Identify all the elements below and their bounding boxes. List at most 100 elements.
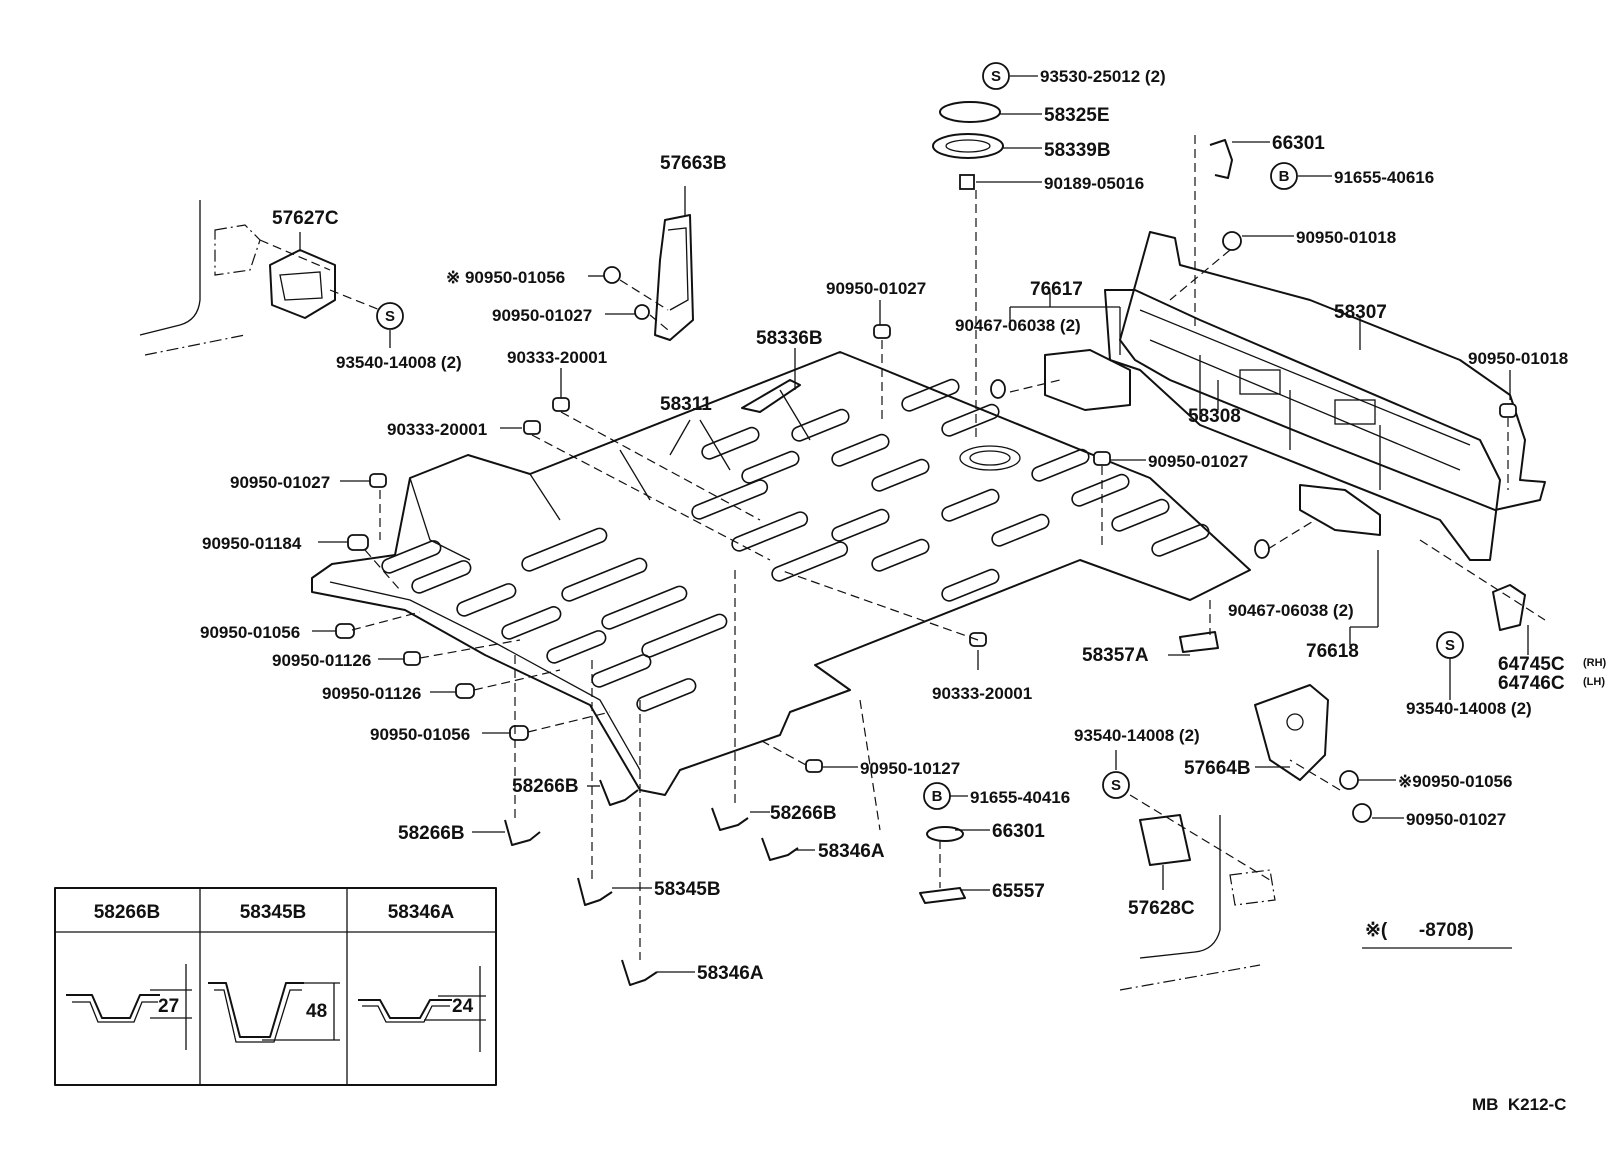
b-symbol-91655-upper: B (1270, 162, 1298, 190)
body-outline (139, 200, 1261, 991)
inset-header-58346A: 58346A (388, 902, 455, 923)
label-58308: 58308 (1188, 406, 1241, 427)
inset-header-58345B: 58345B (240, 902, 307, 923)
rear-floor-bracket-upper-shape (741, 379, 801, 413)
label-90950-01056-bracket: ※ 90950-01056 (446, 268, 565, 287)
label-91655-lower: 91655-40416 (970, 788, 1070, 807)
plug-caps (335, 231, 1517, 823)
diagram-code: MB K212-C (1472, 1095, 1566, 1114)
label-lh: (LH) (1583, 676, 1605, 688)
label-58346A-bottom: 58346A (697, 963, 764, 984)
label-90950-01056-a: 90950-01056 (200, 623, 300, 642)
label-90950-10127: 90950-10127 (860, 759, 960, 778)
label-58357A: 58357A (1082, 645, 1149, 666)
part-labels: 93530-25012 (2) 58325E 58339B 90189-0501… (200, 67, 1607, 984)
svg-text:B: B (932, 788, 943, 805)
label-58336B: 58336B (756, 328, 823, 349)
inset-header-58266B: 58266B (94, 902, 161, 923)
label-58307: 58307 (1334, 302, 1387, 323)
label-58346A-right: 58346A (818, 841, 885, 862)
label-90950-01027-bracket: 90950-01027 (492, 306, 592, 325)
label-58325E: 58325E (1044, 105, 1110, 126)
step-bracket-lh-shape (214, 224, 336, 319)
s-symbol-93540-right: S (1436, 631, 1464, 659)
seal-plate-lh-shape (1299, 484, 1381, 536)
label-90950-01027-right: 90950-01027 (1148, 452, 1248, 471)
hole-cover-b-shape (932, 133, 1004, 159)
label-90333-b: 90333-20001 (387, 420, 487, 439)
floor-ribs (381, 378, 1210, 712)
label-64746C: 64746C (1498, 673, 1565, 694)
label-90950-01027-left: 90950-01027 (230, 473, 330, 492)
label-90950-01027-panel: 90950-01027 (1406, 810, 1506, 829)
floor-bracket-shapes (504, 779, 799, 986)
label-58311: 58311 (660, 394, 712, 415)
rear-cross-member (1104, 231, 1546, 561)
label-93540-left: 93540-14008 (2) (336, 353, 462, 372)
label-93540-right: 93540-14008 (2) (1406, 699, 1532, 718)
floor-service-hole (959, 445, 1021, 471)
label-64745C: 64745C (1498, 654, 1565, 675)
label-76617: 76617 (1030, 279, 1083, 300)
inset-dim-27: 27 (158, 996, 179, 1017)
label-90950-01056-b: 90950-01056 (370, 725, 470, 744)
plug-90189-shape (959, 174, 975, 190)
label-58266B-center: 58266B (512, 776, 579, 797)
label-rh: (RH) (1583, 657, 1607, 669)
s-symbol-93530: S (982, 62, 1010, 90)
lamp-bracket-shape (1492, 584, 1526, 631)
label-90333-c: 90333-20001 (932, 684, 1032, 703)
label-90950-01126-b: 90950-01126 (322, 684, 421, 703)
tie-down-plate-shape (919, 887, 966, 904)
svg-text:S: S (1111, 777, 1121, 794)
hook-lower-shape (926, 826, 964, 842)
label-93530: 93530-25012 (2) (1040, 67, 1166, 86)
inset-dim-48: 48 (306, 1001, 327, 1022)
label-58339B: 58339B (1044, 140, 1111, 161)
svg-text:S: S (991, 68, 1001, 85)
label-58345B: 58345B (654, 879, 721, 900)
label-90950-01018-b: 90950-01018 (1468, 349, 1568, 368)
inset-table: 58266B 58345B 58346A 27 48 2 (54, 887, 497, 1086)
svg-text:S: S (385, 308, 395, 325)
label-90333-a: 90333-20001 (507, 348, 607, 367)
rear-side-panel-shape (1254, 684, 1329, 781)
label-57628C: 57628C (1128, 898, 1195, 919)
label-90950-01018-a: 90950-01018 (1296, 228, 1396, 247)
label-90950-01126-a: 90950-01126 (272, 651, 371, 670)
label-90950-01184: 90950-01184 (202, 534, 302, 553)
floor-pan (311, 351, 1251, 796)
s-symbol-93540-left: S (376, 302, 404, 330)
b-symbol-91655-lower: B (923, 782, 951, 810)
label-66301-upper: 66301 (1272, 133, 1325, 154)
s-symbol-93540-center: S (1102, 771, 1130, 799)
label-58266B-left: 58266B (398, 823, 465, 844)
label-65557: 65557 (992, 881, 1045, 902)
label-93540-center: 93540-14008 (2) (1074, 726, 1200, 745)
inset-profile-58266B: 27 (66, 964, 192, 1050)
label-76618: 76618 (1306, 641, 1359, 662)
label-57627C: 57627C (272, 208, 339, 229)
inset-dim-24: 24 (452, 996, 474, 1017)
label-90467-a: 90467-06038 (2) (955, 316, 1081, 335)
label-57664B: 57664B (1184, 758, 1251, 779)
label-66301-lower: 66301 (992, 821, 1045, 842)
step-bracket-rh-shape (1139, 814, 1191, 866)
label-90950-01027-top: 90950-01027 (826, 279, 926, 298)
svg-text:S: S (1445, 637, 1455, 654)
label-90950-01056-panel: ※90950-01056 (1398, 772, 1512, 791)
assembly-lines (259, 135, 1546, 960)
leader-lines (299, 75, 1529, 973)
label-91655-upper: 91655-40616 (1334, 168, 1434, 187)
label-90189: 90189-05016 (1044, 174, 1144, 193)
floor-plate-center-shape (1179, 631, 1219, 653)
hole-cover-a-shape (939, 101, 1001, 123)
rear-side-bracket-shape (654, 214, 694, 341)
note-period: ※( -8708) (1365, 920, 1474, 941)
label-57663B: 57663B (660, 153, 727, 174)
seal-plate-rh-shape (1044, 349, 1131, 411)
hook-upper-shape (1209, 139, 1233, 179)
svg-text:B: B (1279, 168, 1290, 185)
inset-profile-58346A: 24 (358, 966, 486, 1052)
